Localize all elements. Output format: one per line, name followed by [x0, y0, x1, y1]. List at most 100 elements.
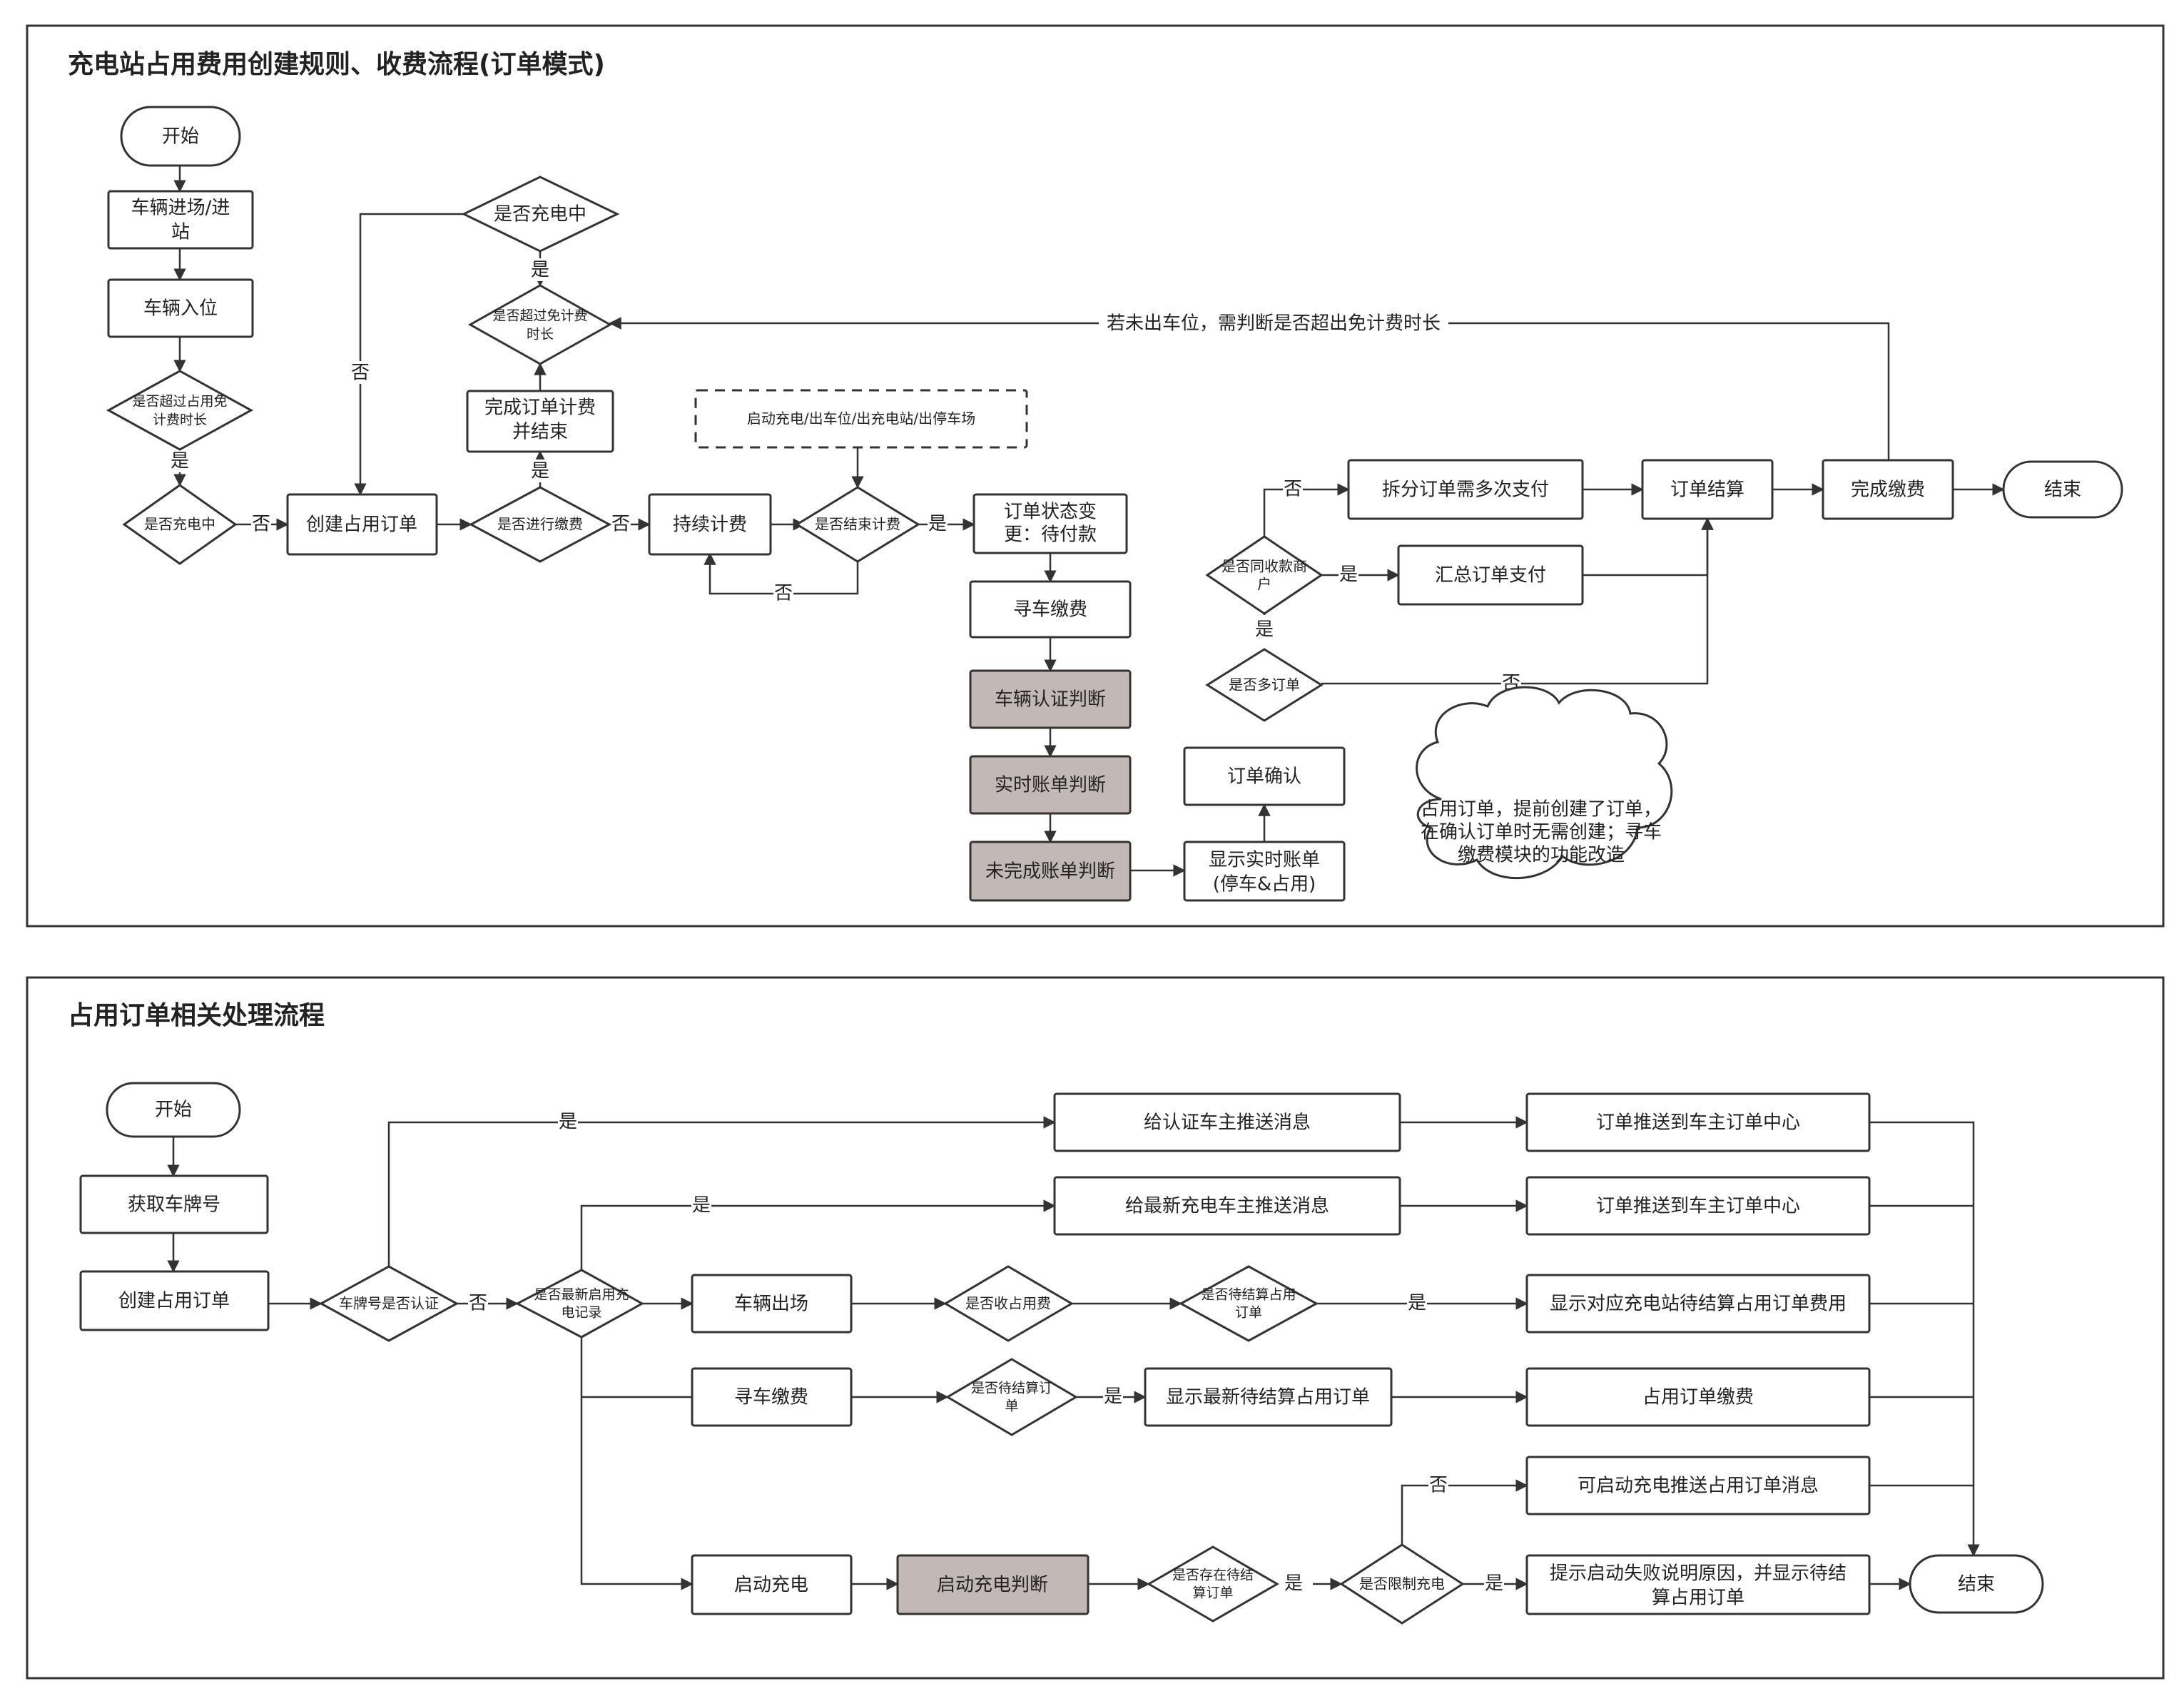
svg-text:启动充电/出车位/出充电站/出停车场: 启动充电/出车位/出充电站/出停车场: [747, 410, 975, 427]
process-push-auth-owner: 给认证车主推送消息: [1053, 1092, 1401, 1152]
svg-text:结束: 结束: [2044, 479, 2081, 501]
process-order-confirm: 订单确认: [1183, 746, 1346, 806]
panel-1-title: 充电站占用费用创建规则、收费流程(订单模式): [68, 50, 605, 79]
decision-end-billing: 是否结束计费: [795, 486, 920, 563]
svg-text:并结束: 并结束: [512, 422, 568, 443]
panel-2-title: 占用订单相关处理流程: [68, 1001, 325, 1030]
edge-label-no: 否: [1429, 1475, 1448, 1496]
process-order-pay: 占用订单缴费: [1525, 1367, 1871, 1427]
svg-text:订单确认: 订单确认: [1227, 766, 1301, 788]
svg-text:车辆进场/进: 车辆进场/进: [131, 198, 230, 219]
svg-text:车辆入位: 车辆入位: [143, 298, 218, 320]
svg-text:订单推送到车主订单中心: 订单推送到车主订单中心: [1596, 1112, 1800, 1134]
svg-text:持续计费: 持续计费: [673, 514, 747, 536]
svg-text:算订单: 算订单: [1192, 1585, 1233, 1601]
svg-text:结束: 结束: [1958, 1574, 1995, 1595]
svg-text:订单: 订单: [1235, 1305, 1262, 1321]
svg-text:寻车缴费: 寻车缴费: [1013, 599, 1087, 621]
svg-text:是否收占用费: 是否收占用费: [965, 1295, 1051, 1312]
svg-text:显示最新待结算占用订单: 显示最新待结算占用订单: [1166, 1387, 1370, 1408]
process-realtime-bill: 实时账单判断: [969, 755, 1132, 815]
svg-text:电记录: 电记录: [561, 1305, 601, 1321]
svg-text:是否存在待结: 是否存在待结: [1172, 1568, 1254, 1583]
decision-plate-auth: 车牌号是否认证: [318, 1265, 459, 1342]
edge-label-no: 否: [611, 514, 630, 535]
svg-text:给最新充电车主推送消息: 给最新充电车主推送消息: [1125, 1196, 1329, 1217]
svg-text:开始: 开始: [155, 1100, 192, 1121]
edge-label-yes: 是: [1284, 1573, 1303, 1595]
svg-text:(停车&占用): (停车&占用): [1213, 874, 1316, 895]
edge-label-no: 否: [774, 583, 793, 604]
edge-label-loopback: 若未出车位，需判断是否超出免计费时长: [1107, 313, 1441, 335]
process-vehicle-enter: 车辆进场/进 站: [107, 190, 254, 250]
svg-text:提示启动失败说明原因，并显示待结: 提示启动失败说明原因，并显示待结: [1550, 1563, 1847, 1585]
svg-text:是否超过免计费: 是否超过免计费: [492, 308, 587, 324]
terminal-end-2: 结束: [1909, 1554, 2044, 1614]
terminal-start: 开始: [120, 106, 241, 167]
decision-latest-charge: 是否最新启用充 电记录: [514, 1269, 645, 1339]
svg-text:订单状态变: 订单状态变: [1004, 502, 1097, 523]
panel-2-frame: [26, 976, 2165, 1680]
decision-free-time-1: 是否超过占用免 计费时长: [106, 370, 254, 451]
svg-text:计费时长: 计费时长: [153, 412, 207, 428]
svg-text:寻车缴费: 寻车缴费: [734, 1387, 808, 1408]
decision-charging-1: 是否充电中: [122, 484, 238, 565]
svg-text:未完成账单判断: 未完成账单判断: [985, 861, 1115, 883]
process-order-center-1: 订单推送到车主订单中心: [1525, 1092, 1871, 1152]
svg-text:缴费模块的功能改造: 缴费模块的功能改造: [1458, 845, 1625, 866]
process-push-startable: 可启动充电推送占用订单消息: [1525, 1456, 1871, 1515]
terminal-end: 结束: [2002, 460, 2123, 519]
svg-text:订单结算: 订单结算: [1670, 479, 1744, 501]
svg-text:时长: 时长: [527, 327, 554, 342]
edge-label-yes: 是: [1255, 619, 1274, 641]
terminal-start-2: 开始: [106, 1082, 241, 1138]
edge-label-no: 否: [469, 1293, 487, 1314]
svg-text:是否最新启用充: 是否最新启用充: [534, 1287, 629, 1303]
decision-pending-fee: 是否待结算占用 订单: [1178, 1265, 1319, 1342]
edge-label-yes: 是: [171, 451, 189, 472]
svg-text:是否进行缴费: 是否进行缴费: [497, 516, 583, 533]
svg-text:车辆认证判断: 车辆认证判断: [995, 689, 1106, 711]
edge-label-yes: 是: [1104, 1386, 1122, 1408]
process-push-latest-owner: 给最新充电车主推送消息: [1053, 1176, 1401, 1236]
decision-pending-order: 是否待结算订 单: [945, 1358, 1078, 1436]
process-vehicle-exit: 车辆出场: [691, 1274, 853, 1334]
decision-paying: 是否进行缴费: [468, 486, 612, 563]
edge-label-yes: 是: [531, 461, 549, 482]
svg-text:订单推送到车主订单中心: 订单推送到车主订单中心: [1596, 1196, 1800, 1217]
process-get-plate: 获取车牌号: [79, 1174, 269, 1234]
decision-multi-order: 是否多订单: [1205, 648, 1324, 722]
svg-text:算占用订单: 算占用订单: [1652, 1588, 1744, 1609]
edge-label-yes: 是: [1408, 1293, 1426, 1314]
svg-text:是否限制充电: 是否限制充电: [1359, 1575, 1445, 1593]
edge-label-yes: 是: [1485, 1573, 1503, 1595]
svg-text:实时账单判断: 实时账单判断: [995, 775, 1106, 796]
process-status-change: 订单状态变 更：待付款: [972, 493, 1128, 554]
svg-text:显示对应充电站待结算占用订单费用: 显示对应充电站待结算占用订单费用: [1550, 1294, 1847, 1315]
cloud-note: 占用订单，提前创建了订单， 在确认订单时无需创建；寻车 缴费模块的功能改造: [1416, 686, 1673, 880]
process-pay-complete: 完成缴费: [1822, 459, 1954, 520]
process-finish-billing: 完成订单计费 并结束: [466, 390, 614, 453]
edge-label-no: 否: [252, 514, 270, 535]
process-create-order: 创建占用订单: [286, 493, 438, 556]
decision-charging-2: 是否充电中: [461, 176, 620, 253]
svg-text:车牌号是否认证: 车牌号是否认证: [339, 1295, 439, 1312]
svg-text:单: 单: [1005, 1398, 1018, 1414]
svg-text:是否待结算占用: 是否待结算占用: [1201, 1287, 1296, 1303]
process-find-car-pay: 寻车缴费: [969, 580, 1132, 639]
svg-text:汇总订单支付: 汇总订单支付: [1435, 565, 1546, 587]
svg-text:开始: 开始: [162, 126, 199, 148]
decision-charge-fee: 是否收占用费: [943, 1265, 1074, 1342]
process-charge-judge: 启动充电判断: [896, 1554, 1090, 1615]
process-continue-billing: 持续计费: [648, 493, 772, 556]
svg-text:拆分订单需多次支付: 拆分订单需多次支付: [1382, 479, 1549, 501]
svg-text:可启动充电推送占用订单消息: 可启动充电推送占用订单消息: [1578, 1476, 1819, 1497]
edge-label-yes: 是: [928, 514, 947, 535]
svg-text:是否待结算订: 是否待结算订: [971, 1381, 1052, 1396]
svg-text:占用订单，提前创建了订单，: 占用订单，提前创建了订单，: [1421, 799, 1662, 821]
process-create-order-2: 创建占用订单: [79, 1270, 270, 1331]
decision-free-time-2: 是否超过免计费 时长: [467, 284, 613, 365]
svg-text:完成订单计费: 完成订单计费: [484, 397, 596, 419]
svg-text:户: 户: [1257, 576, 1271, 593]
svg-text:是否充电中: 是否充电中: [144, 516, 215, 533]
